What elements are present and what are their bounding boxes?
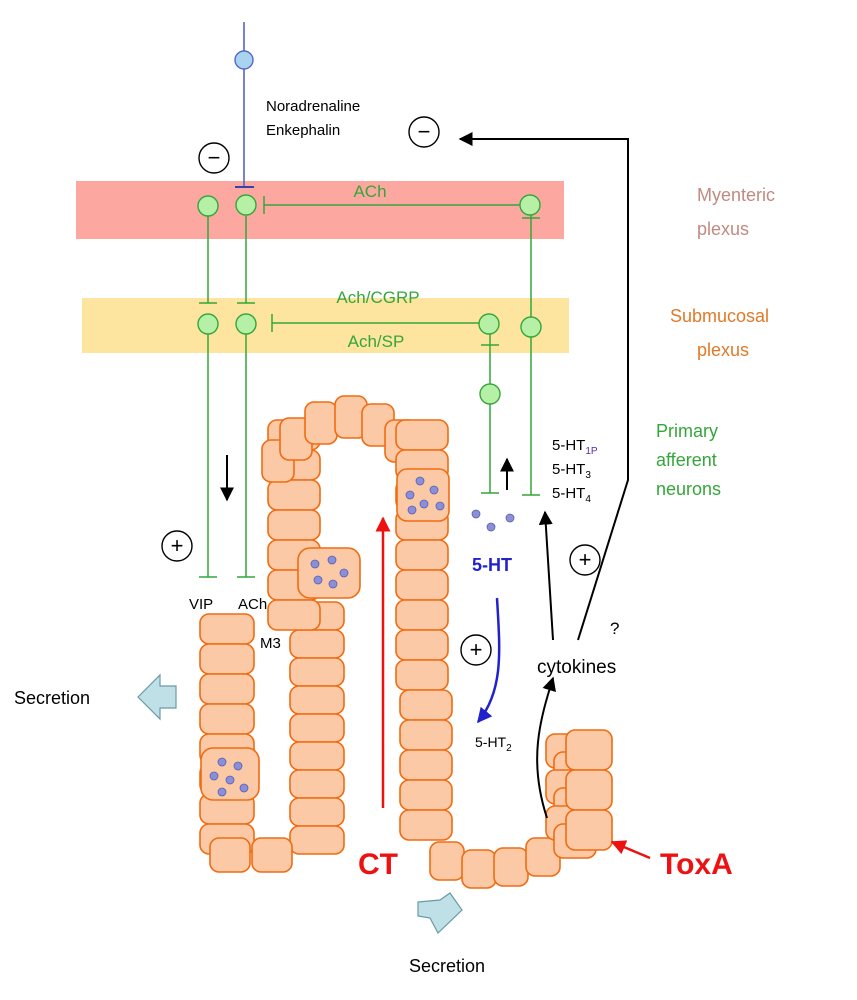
minus-symbol-top-right: − [408,116,440,148]
primary-afferent-label-line1: Primary [656,421,718,441]
epithelial-cell [289,797,345,827]
epithelial-cell [289,825,345,855]
epithelial-cell [209,837,251,873]
epithelial-cell [395,569,449,601]
plus-symbol-left: + [161,530,193,562]
plus-sign: + [470,637,483,662]
toxa-arrow [610,840,651,860]
epithelial-cell [289,713,345,743]
question-mark: ? [610,619,619,638]
ganglion [479,383,501,405]
plus-sign: + [579,547,592,572]
epithelial-cell [399,689,453,721]
myenteric-label-line2: plexus [697,219,749,239]
m3-receptor-label: M3 [260,635,281,652]
epithelial-cell [399,719,453,751]
epithelial-cell [304,401,338,445]
toxa-label: ToxA [660,848,733,881]
minus-symbol-top-left: − [198,142,230,174]
ach-secretory-label: ACh [238,596,267,613]
epithelial-cell [289,657,345,687]
epithelial-cell [395,659,449,691]
serotonin-to-5ht2-arrow [477,597,501,724]
epithelial-cell [267,479,321,511]
minus-sign: − [208,145,221,170]
ach-sp-label: Ach/SP [348,332,405,351]
ganglion [235,194,257,216]
epithelial-cell [251,837,293,873]
epithelial-cell [267,509,321,541]
epithelial-cell [399,809,453,841]
myenteric-label-line1: Myenteric [697,185,775,205]
epithelial-cell [565,729,613,771]
ct-label: CT [358,848,398,881]
enterochromaffin-cells [200,468,450,801]
epithelial-cell [199,613,255,645]
ganglion [520,316,542,338]
secretion-left-label: Secretion [14,688,90,708]
epithelial-cell [399,779,453,811]
plus-symbol-center: + [460,634,492,666]
epithelial-cell [289,769,345,799]
epithelial-cell [565,809,613,851]
primary-afferent-label-line2: afferent [656,450,717,470]
serotonin-label: 5-HT [472,555,512,575]
submucosal-label-line1: Submucosal [670,306,769,326]
cytokine-to-receptor-arrow [538,510,554,641]
epithelial-cell [493,847,529,887]
epithelial-cell [199,643,255,675]
sympathetic-input [234,22,254,188]
ht1p-receptor-label: 5-HT1P [552,437,598,457]
secretion-bottom-label: Secretion [409,956,485,976]
epithelial-cell [395,629,449,661]
noradrenaline-label: Noradrenaline [266,98,360,115]
enterochromaffin-cell [297,547,361,599]
epithelial-cell [289,741,345,771]
pathway-arrows [220,132,651,860]
released-serotonin [471,509,515,532]
intestinal-epithelium [199,395,613,889]
epithelial-cell [289,629,345,659]
cytokines-label: cytokines [537,657,616,678]
vip-label: VIP [189,596,213,613]
plus-symbol-right: + [569,544,601,576]
ht4-receptor-label: 5-HT4 [552,485,591,505]
epithelial-cell [267,599,321,631]
minus-sign: − [418,119,431,144]
epithelial-cell [199,673,255,705]
epithelial-cell [429,841,465,881]
epithelial-cell [289,685,345,715]
primary-afferent-label-line3: neurons [656,479,721,499]
epithelial-cell [461,849,497,889]
enterochromaffin-cell [396,468,450,522]
enkephalin-label: Enkephalin [266,122,340,139]
ht3-receptor-label: 5-HT3 [552,461,591,481]
submucosal-label-line2: plexus [697,340,749,360]
ganglion [197,195,219,217]
epithelial-cell [199,703,255,735]
secretion-bottom-arrow [417,892,463,934]
enterochromaffin-cell [200,747,260,801]
ganglion [197,313,219,335]
ganglion [519,194,541,216]
epithelial-cell [399,749,453,781]
plus-sign: + [171,533,184,558]
toxa-to-cytokine-arrow [536,676,556,819]
enteric-nerve-network [199,196,540,578]
cytokine-to-enkephalin-arrow [458,132,629,641]
myenteric-band [76,181,564,239]
epithelial-cell [565,769,613,811]
ach-myenteric-label: ACh [353,182,386,201]
epithelial-cell [395,539,449,571]
epithelial-cell [395,599,449,631]
ach-cgrp-label: Ach/CGRP [336,288,419,307]
ganglia [197,194,542,405]
ganglion [478,313,500,335]
ht2-receptor-label: 5-HT2 [475,734,512,754]
secretion-left-arrow [137,673,177,721]
ganglion [235,313,257,335]
epithelial-cell [395,419,449,451]
